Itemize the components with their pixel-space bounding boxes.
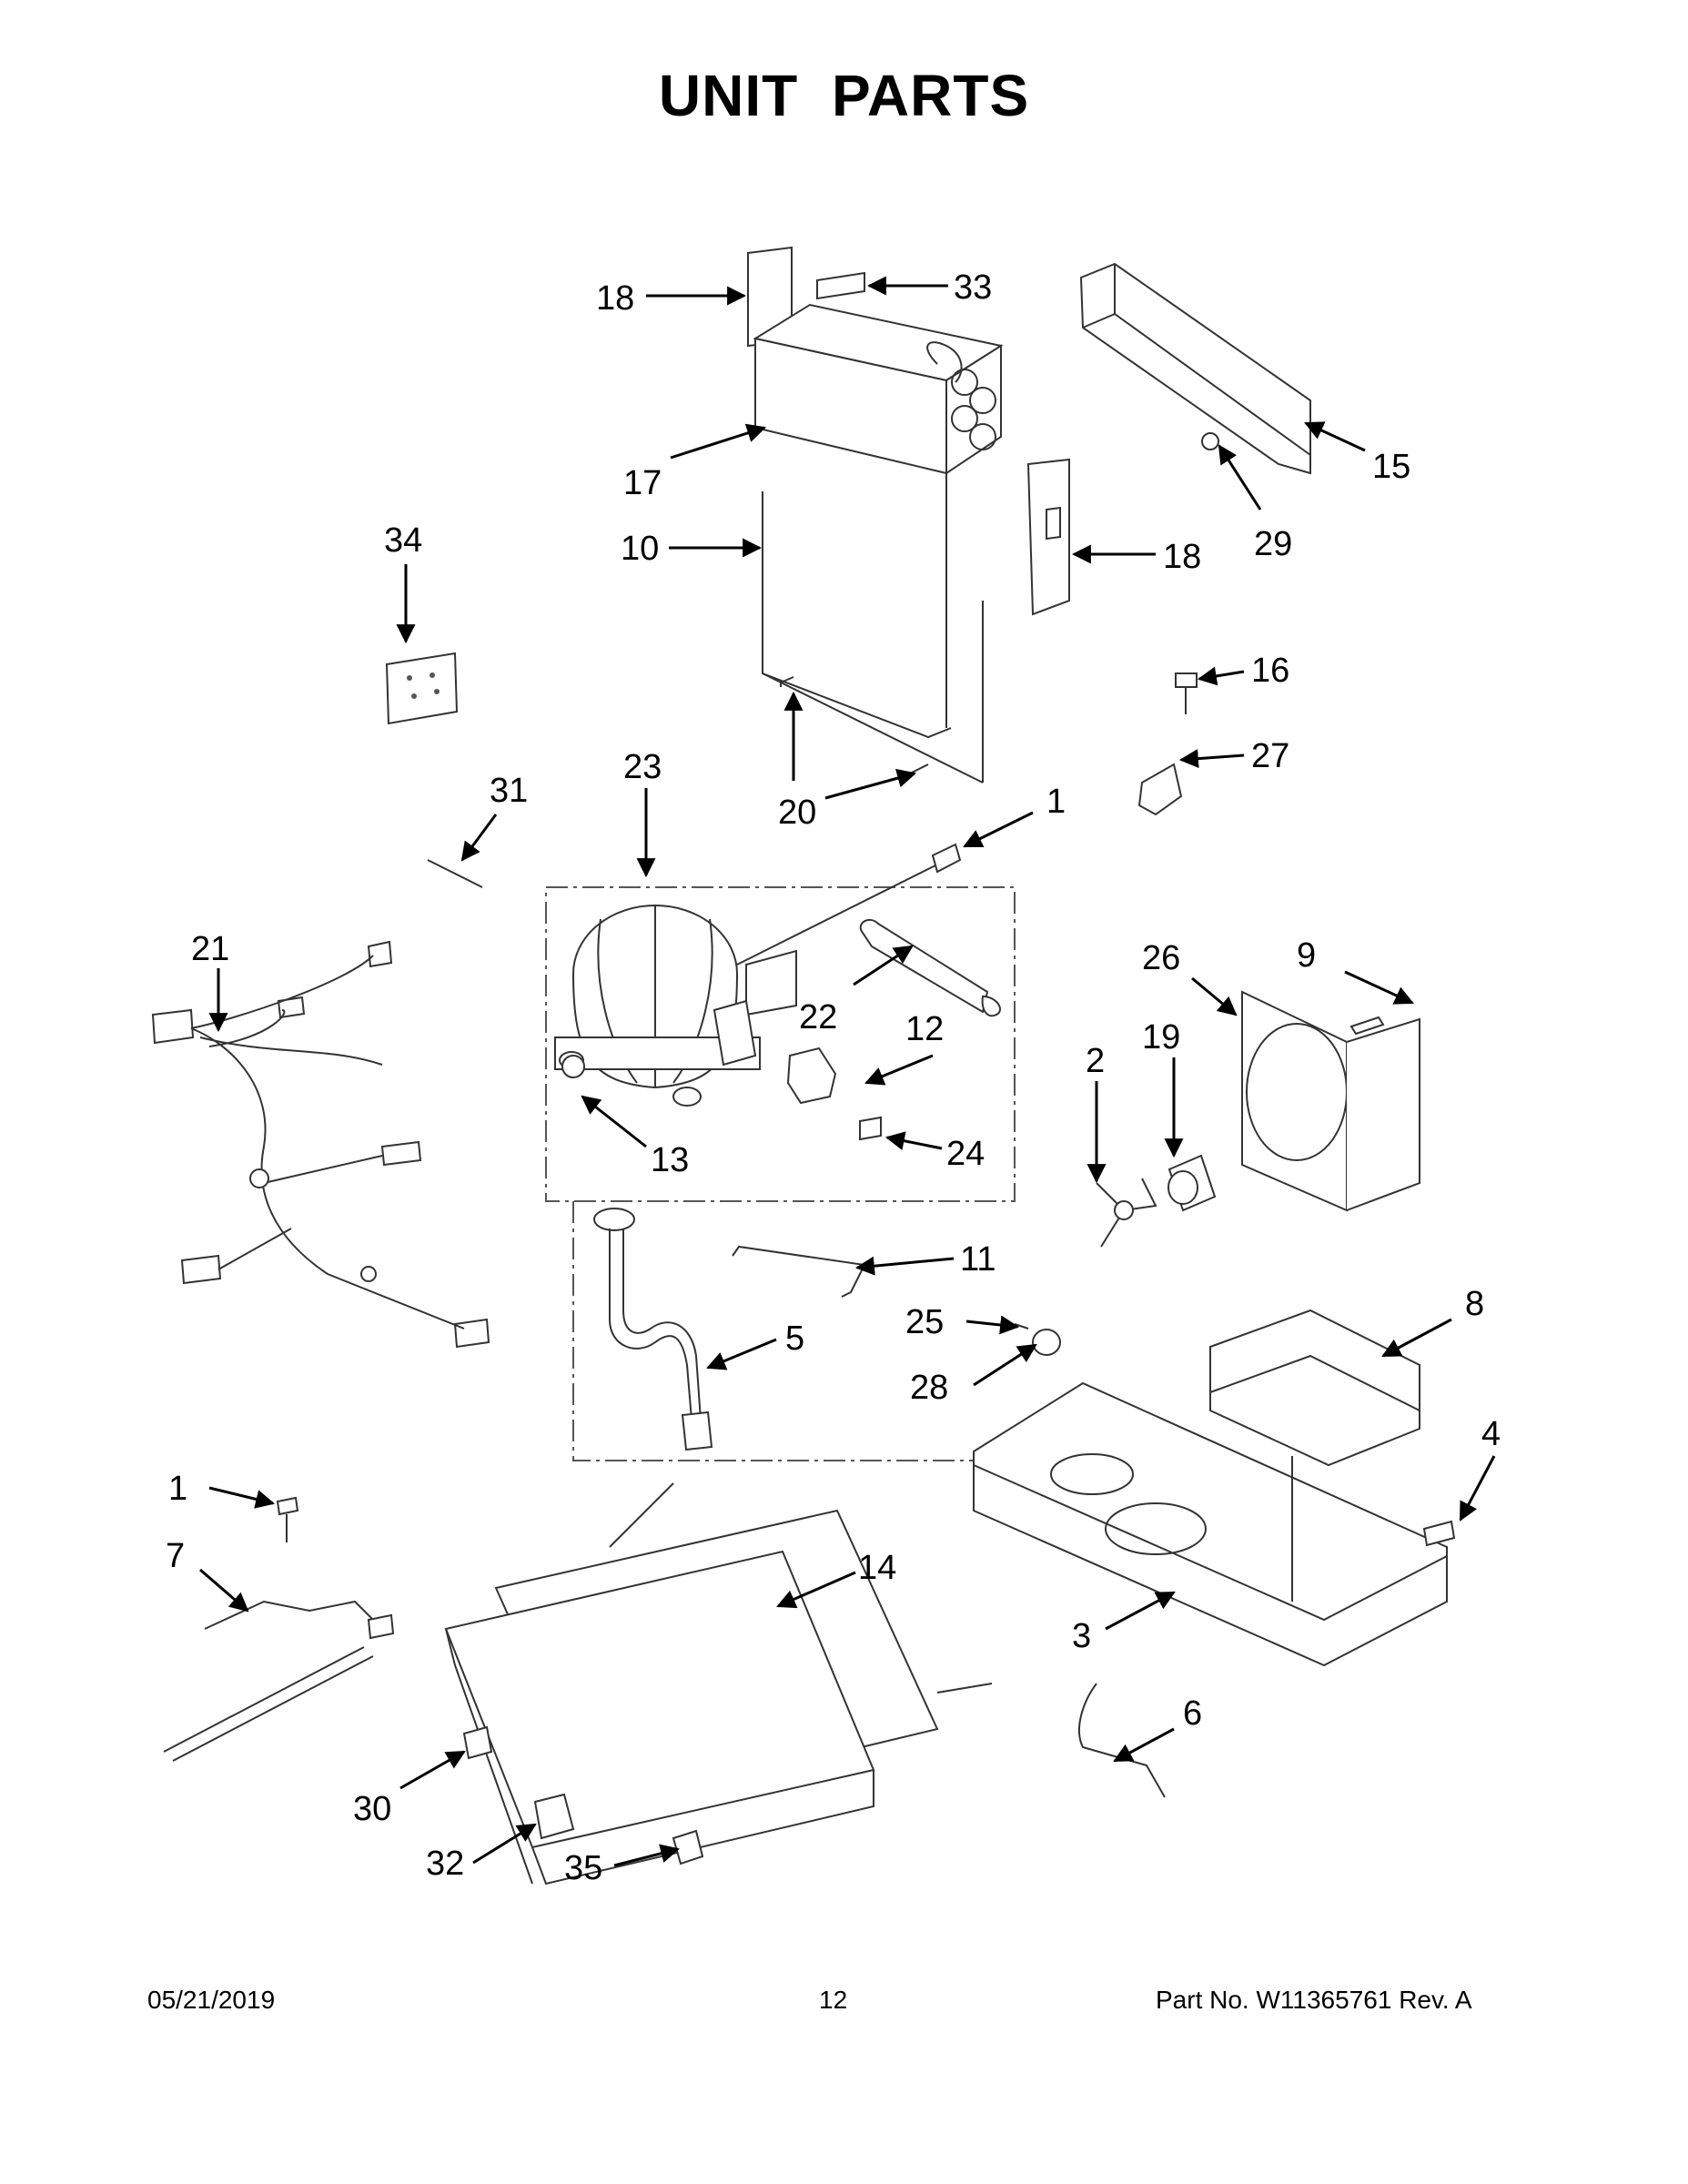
callout-5: 5 <box>785 1320 804 1358</box>
cover-drawing <box>1079 262 1311 475</box>
callout-9: 9 <box>1297 936 1316 975</box>
callout-labels: 18 33 17 15 29 10 18 34 16 27 20 1 23 31… <box>166 268 1501 1887</box>
callout-31: 31 <box>490 772 528 810</box>
callout-29: 29 <box>1254 525 1292 563</box>
discharge-line-drawing <box>593 1208 713 1451</box>
callout-1-left: 1 <box>168 1470 187 1508</box>
callout-3: 3 <box>1072 1617 1091 1655</box>
page-title: UNIT PARTS <box>658 63 1030 128</box>
callout-21: 21 <box>191 930 229 968</box>
clip-drawing <box>462 1725 493 1760</box>
callout-34: 34 <box>384 521 422 560</box>
screw-clip-drawing <box>1137 672 1198 816</box>
callout-17: 17 <box>623 464 662 502</box>
callout-32: 32 <box>426 1845 464 1883</box>
callout-arrows <box>199 276 1496 1867</box>
grommet-drawing <box>1032 1329 1061 1356</box>
callout-2: 2 <box>1086 1042 1105 1080</box>
control-board-drawing <box>385 652 459 725</box>
callout-12: 12 <box>905 1010 944 1048</box>
cord-drawing <box>427 859 483 888</box>
wire-rod-drawing <box>732 1245 866 1298</box>
fan-assembly-drawing <box>1096 990 1420 1248</box>
callout-28: 28 <box>910 1369 948 1407</box>
callout-25: 25 <box>905 1303 944 1341</box>
callout-33: 33 <box>954 268 992 307</box>
callout-8: 8 <box>1465 1285 1484 1323</box>
callout-22: 22 <box>799 998 837 1036</box>
callout-16: 16 <box>1251 652 1289 690</box>
evaporator-drawing <box>444 1482 993 1886</box>
callout-20: 20 <box>778 794 816 832</box>
wiring-harness-drawing <box>151 940 490 1349</box>
callout-35: 35 <box>564 1849 602 1887</box>
callout-24: 24 <box>946 1135 985 1173</box>
callout-26: 26 <box>1142 939 1180 977</box>
base-pan-drawing <box>973 1381 1456 1667</box>
footer-page-number: 12 <box>819 1986 848 2014</box>
bracket-drawing <box>1209 1309 1420 1467</box>
callout-11: 11 <box>960 1240 996 1279</box>
callout-18-top: 18 <box>596 279 634 318</box>
callout-23: 23 <box>623 748 662 786</box>
callout-18-right: 18 <box>1163 538 1201 576</box>
callout-14: 14 <box>858 1549 896 1587</box>
callout-7: 7 <box>166 1537 185 1575</box>
callout-19: 19 <box>1142 1018 1180 1057</box>
callout-27: 27 <box>1251 737 1289 775</box>
cap-drawing <box>672 1829 704 1866</box>
callout-13: 13 <box>651 1141 689 1179</box>
condenser-drawing <box>747 246 1070 784</box>
thermostat-drawing <box>533 1793 575 1840</box>
callout-1-top: 1 <box>1046 783 1066 821</box>
wire-drawing <box>1078 1683 1166 1798</box>
callout-10: 10 <box>621 530 659 568</box>
callout-30: 30 <box>353 1790 391 1828</box>
callout-15: 15 <box>1372 448 1410 486</box>
callout-6: 6 <box>1183 1694 1202 1733</box>
footer-part-number: Part No. W11365761 Rev. A <box>1156 1986 1472 2014</box>
heater-drawing <box>163 1496 395 1762</box>
callout-4: 4 <box>1481 1415 1501 1453</box>
footer-date: 05/21/2019 <box>147 1986 276 2014</box>
compressor-drawing <box>545 843 1065 1461</box>
